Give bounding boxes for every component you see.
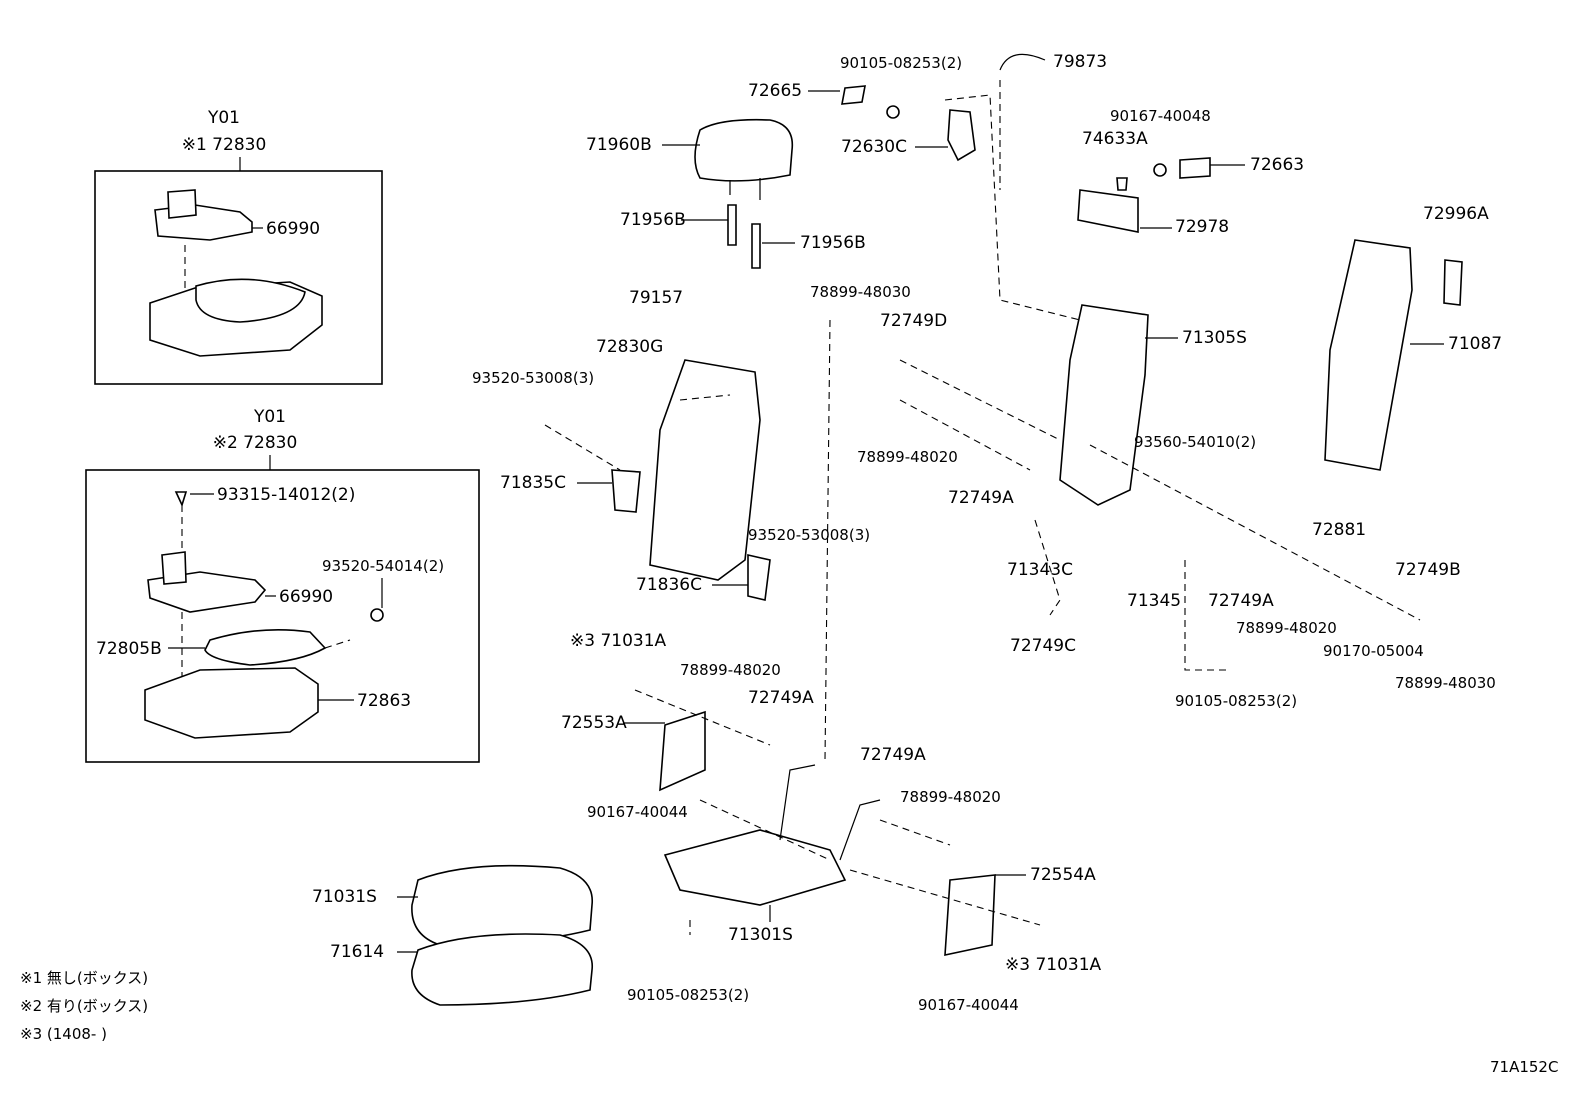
callout-44: 71031S <box>312 887 377 907</box>
inset1-part: 66990 <box>266 219 320 239</box>
cover-72553A <box>659 710 706 792</box>
note-1: ※1 無し(ボックス) <box>20 969 148 987</box>
armrest-79157 <box>649 359 761 581</box>
callout-15: 72749D <box>880 311 947 331</box>
callout-32: 72749C <box>1010 636 1076 656</box>
inset2-part-2: 93520-54014(2) <box>322 557 444 575</box>
callout-35: ※3 71031A <box>570 631 667 651</box>
callout-16: 71305S <box>1182 328 1247 348</box>
callout-23: 72749A <box>948 488 1014 508</box>
callout-14: 78899-48030 <box>810 283 911 301</box>
callout-38: 72749A <box>748 688 814 708</box>
callout-48: 90105-08253(2) <box>627 986 749 1004</box>
headrest-71960B <box>694 118 794 182</box>
callout-19: 93520-53008(3) <box>472 369 594 387</box>
callout-3: 72665 <box>748 81 802 101</box>
callout-11: 72978 <box>1175 217 1229 237</box>
inset2-part-0: 93315-14012(2) <box>217 485 355 505</box>
callout-34: 78899-48030 <box>1395 674 1496 692</box>
callout-28: 71836C <box>636 575 702 595</box>
inset1-code: ※1 72830 <box>182 135 267 155</box>
callout-4: 90167-40048 <box>1110 107 1211 125</box>
callout-40: 90167-40044 <box>587 803 688 821</box>
bracket-72996A <box>1443 259 1463 306</box>
note-3: ※3 (1408- ) <box>20 1025 107 1043</box>
frame-71301S <box>663 829 847 906</box>
callout-41: 72749A <box>860 745 926 765</box>
cable-79873 <box>999 53 1046 71</box>
callout-8: 72630C <box>841 137 907 157</box>
callout-7: 71960B <box>586 135 652 155</box>
callout-25: 72881 <box>1312 520 1366 540</box>
latch-72630C <box>947 109 976 162</box>
callout-17: 71087 <box>1448 334 1502 354</box>
callout-5: 74633A <box>1082 129 1148 149</box>
hinge-71836C <box>747 553 771 601</box>
callout-6: 72663 <box>1250 155 1304 175</box>
note-2: ※2 有り(ボックス) <box>20 997 148 1015</box>
inset2-variant: Y01 <box>253 407 286 427</box>
callout-33: 90170-05004 <box>1323 642 1424 660</box>
callout-24: 93520-53008(3) <box>748 526 870 544</box>
hinge-71835C <box>611 469 641 513</box>
diagram-code: 71A152C <box>1490 1058 1558 1076</box>
cushion-71031S <box>411 864 593 946</box>
cover-72665 <box>841 85 866 105</box>
callout-31: 78899-48020 <box>1236 619 1337 637</box>
tray-66990-a-tab <box>167 189 197 219</box>
callout-10: 71956B <box>800 233 866 253</box>
frame-71305S <box>1059 304 1149 506</box>
callout-1: 90105-08253(2) <box>840 54 962 72</box>
callout-13: 79157 <box>629 288 683 308</box>
guide-71956B-2 <box>751 223 761 269</box>
callout-37: 78899-48020 <box>680 661 781 679</box>
callout-26: 71343C <box>1007 560 1073 580</box>
callout-12: 72996A <box>1423 204 1489 224</box>
inset2-part-1: 66990 <box>279 587 333 607</box>
callout-47: ※3 71031A <box>1005 955 1102 975</box>
callout-9: 71956B <box>620 210 686 230</box>
callout-46: 71614 <box>330 942 384 962</box>
callout-22: 71835C <box>500 473 566 493</box>
callout-27: 72749B <box>1395 560 1461 580</box>
callout-20: 93560-54010(2) <box>1134 433 1256 451</box>
callout-49: 90167-40044 <box>918 996 1019 1014</box>
callout-39: 72553A <box>561 713 627 733</box>
cover-72554A <box>944 874 996 957</box>
callout-18: 72830G <box>596 337 663 357</box>
inset-box-1 <box>94 170 383 385</box>
inset-box-2 <box>85 469 480 763</box>
callout-30: 72749A <box>1208 591 1274 611</box>
callout-42: 78899-48020 <box>900 788 1001 806</box>
inset2-part-4: 72863 <box>357 691 411 711</box>
box-72863 <box>144 667 319 739</box>
board-71087 <box>1324 239 1413 471</box>
pad-71614 <box>411 933 593 1006</box>
callout-29: 71345 <box>1127 591 1181 611</box>
inset1-variant: Y01 <box>207 108 240 128</box>
callout-36: 90105-08253(2) <box>1175 692 1297 710</box>
callout-43: 72554A <box>1030 865 1096 885</box>
lid-72805B <box>204 629 327 666</box>
inset2-part-3: 72805B <box>96 639 162 659</box>
inset2-code: ※2 72830 <box>213 433 298 453</box>
callout-45: 71301S <box>728 925 793 945</box>
callout-2: 79873 <box>1053 52 1107 72</box>
guide-71956B-1 <box>727 204 737 246</box>
plate-72978 <box>1077 189 1139 233</box>
callout-21: 78899-48020 <box>857 448 958 466</box>
bezel-72663 <box>1179 157 1211 179</box>
